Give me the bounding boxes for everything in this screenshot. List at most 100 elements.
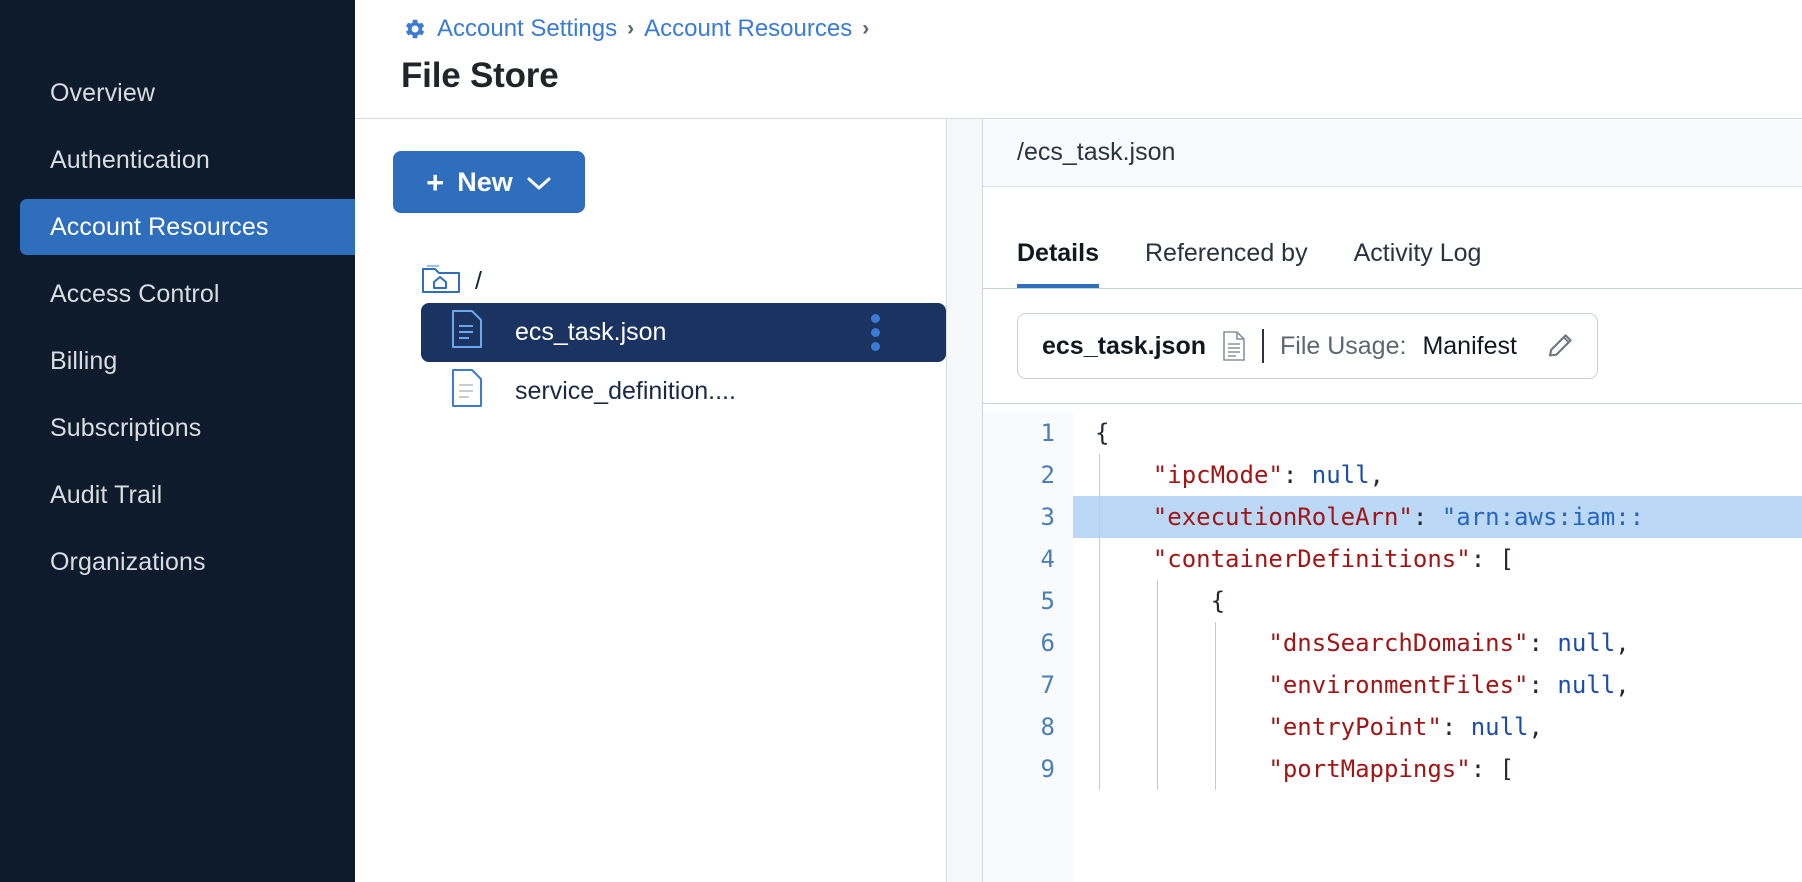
code-token: "ipcMode"	[1152, 461, 1283, 489]
sidebar-item-subscriptions[interactable]: Subscriptions	[0, 400, 355, 456]
sidebar-item-label: Audit Trail	[50, 480, 163, 509]
home-folder-icon	[421, 261, 461, 302]
code-line: "environmentFiles": null,	[1073, 664, 1802, 706]
code-token: "containerDefinitions"	[1152, 545, 1471, 573]
tree-file-row[interactable]: ecs_task.json	[421, 303, 946, 362]
code-token: ,	[1615, 629, 1630, 657]
indent-guide	[1156, 580, 1158, 790]
line-number: 5	[1040, 587, 1055, 615]
sidebar-item-label: Organizations	[50, 547, 206, 576]
pencil-icon[interactable]	[1533, 331, 1575, 361]
sidebar-item-label: Billing	[50, 346, 118, 375]
file-name: ecs_task.json	[515, 318, 667, 346]
code-content[interactable]: { "ipcMode": null, "executionRoleArn": "…	[1073, 412, 1802, 882]
chevron-down-icon	[526, 167, 552, 198]
tab-activity-log[interactable]: Activity Log	[1353, 239, 1482, 267]
sidebar-item-label: Authentication	[50, 145, 210, 174]
sidebar-item-audit-trail[interactable]: Audit Trail	[0, 467, 355, 523]
code-token: ,	[1528, 713, 1543, 741]
line-number: 1	[1040, 419, 1055, 447]
indent-guide	[1214, 622, 1216, 790]
code-token: "executionRoleArn"	[1152, 503, 1413, 531]
code-token: : [	[1470, 545, 1515, 573]
file-tree: / ecs_task.json service_definition....	[393, 259, 946, 421]
tab-details[interactable]: Details	[1017, 239, 1099, 288]
code-token: {	[1210, 587, 1226, 615]
line-number: 6	[1040, 629, 1055, 657]
file-usage-strip: ecs_task.json File Usage: Manifest	[983, 289, 1802, 404]
code-token: "arn:aws:iam::	[1441, 503, 1645, 531]
line-number: 4	[1040, 545, 1055, 573]
file-name: service_definition....	[515, 377, 736, 405]
new-button[interactable]: + New	[393, 151, 585, 213]
code-line: "executionRoleArn": "arn:aws:iam::	[1073, 496, 1802, 538]
line-number: 7	[1040, 671, 1055, 699]
code-token: null	[1557, 629, 1616, 657]
breadcrumb-separator-trailing: ›	[862, 17, 870, 40]
tree-root-folder[interactable]: /	[393, 259, 946, 303]
code-token: :	[1282, 461, 1312, 489]
breadcrumb: Account Settings › Account Resources ›	[401, 8, 1802, 50]
kebab-menu-icon[interactable]	[871, 314, 880, 351]
indent-guide	[1099, 454, 1100, 790]
code-token: null	[1557, 671, 1616, 699]
sidebar-item-label: Subscriptions	[50, 413, 202, 442]
code-line: "ipcMode": null,	[1073, 454, 1802, 496]
code-token: {	[1095, 419, 1110, 447]
sidebar-item-billing[interactable]: Billing	[0, 333, 355, 389]
gear-icon	[401, 16, 427, 42]
file-usage-value: Manifest	[1422, 331, 1517, 360]
code-line: "entryPoint": null,	[1073, 706, 1802, 748]
code-token: null	[1470, 713, 1529, 741]
code-token: "entryPoint"	[1268, 713, 1442, 741]
code-line: "dnsSearchDomains": null,	[1073, 622, 1802, 664]
details-tabs: Details Referenced by Activity Log	[983, 187, 1802, 289]
sidebar-item-account-resources[interactable]: Account Resources	[20, 199, 355, 255]
sidebar-item-label: Overview	[50, 78, 155, 107]
file-tree-pane: + New / ecs_task.json service_definition..…	[355, 119, 947, 882]
tab-referenced-by[interactable]: Referenced by	[1144, 239, 1308, 267]
code-token: ,	[1615, 671, 1630, 699]
sidebar-item-access-control[interactable]: Access Control	[0, 266, 355, 322]
line-number: 3	[1040, 503, 1055, 531]
code-token: :	[1528, 629, 1558, 657]
page-header: Account Settings › Account Resources › F…	[355, 0, 1802, 119]
line-number: 2	[1040, 461, 1055, 489]
code-token: ,	[1369, 461, 1384, 489]
page-title: File Store	[401, 56, 559, 95]
breadcrumb-item-account-resources[interactable]: Account Resources	[644, 15, 853, 42]
code-token: "environmentFiles"	[1268, 671, 1529, 699]
pane-resize-handle[interactable]	[947, 119, 983, 882]
document-icon	[1222, 331, 1246, 361]
file-details-pane: /ecs_task.json Details Referenced by Activ…	[983, 119, 1802, 882]
file-path-text: /ecs_task.json	[1017, 138, 1176, 166]
code-line: {	[1073, 580, 1802, 622]
json-code-viewer[interactable]: 1 2 3 4 5 6 7 8 9 { "ipcMode": null, "executionR…	[983, 404, 1802, 882]
code-token: "portMappings"	[1268, 755, 1471, 783]
tree-file-row[interactable]: service_definition....	[421, 362, 946, 421]
code-token: null	[1311, 461, 1370, 489]
plus-icon: +	[426, 164, 445, 200]
sidebar-item-organizations[interactable]: Organizations	[0, 534, 355, 590]
sidebar-item-overview[interactable]: Overview	[0, 65, 355, 121]
sidebar-item-authentication[interactable]: Authentication	[0, 132, 355, 188]
file-usage-label: File Usage:	[1280, 331, 1407, 360]
sidebar-item-label: Account Resources	[50, 212, 269, 241]
file-icon	[451, 368, 483, 415]
code-token: :	[1412, 503, 1442, 531]
code-token: :	[1441, 713, 1471, 741]
breadcrumb-separator: ›	[627, 17, 635, 40]
line-number: 9	[1040, 755, 1055, 783]
breadcrumb-item-account-settings[interactable]: Account Settings	[437, 15, 618, 42]
sidebar-item-label: Access Control	[50, 279, 220, 308]
content-area: Account Settings › Account Resources › F…	[355, 0, 1802, 882]
line-number: 8	[1040, 713, 1055, 741]
new-button-label: New	[457, 166, 513, 197]
code-token: :	[1528, 671, 1558, 699]
code-line: "containerDefinitions": [	[1073, 538, 1802, 580]
tree-root-label: /	[475, 266, 482, 295]
file-path-bar: /ecs_task.json	[983, 119, 1802, 187]
code-token: "dnsSearchDomains"	[1268, 629, 1529, 657]
